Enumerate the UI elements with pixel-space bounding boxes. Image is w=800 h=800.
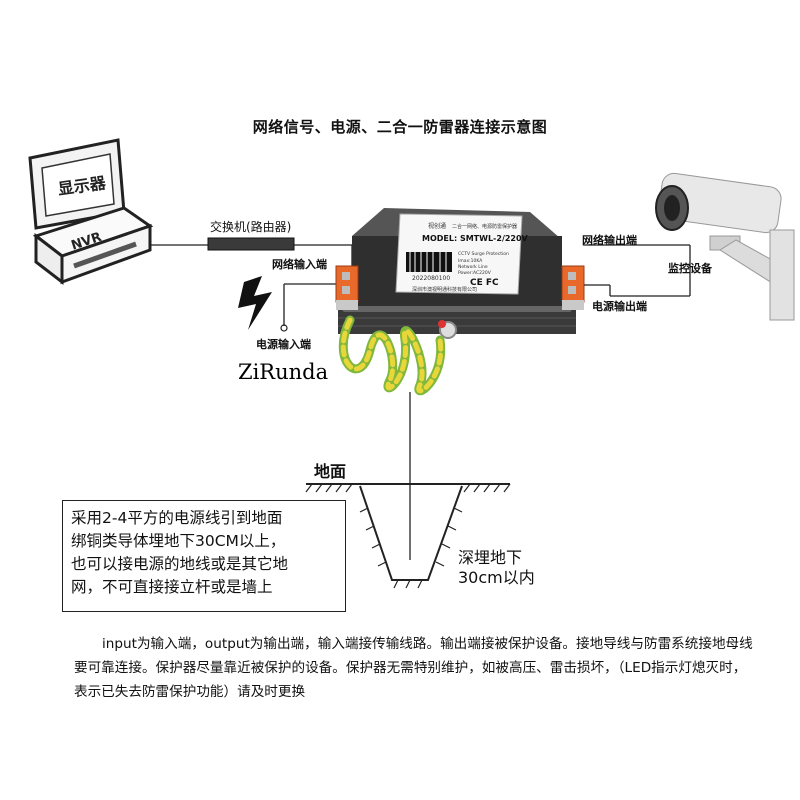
ground-surface-label: 地面	[314, 462, 347, 481]
monitor-icon: 显示器	[28, 138, 126, 239]
network-input-label: 网络输入端	[272, 258, 327, 271]
input-terminal	[335, 265, 359, 303]
switch-icon	[207, 237, 295, 251]
nvr-icon: NVR	[32, 206, 154, 286]
device-marks: CE FC	[470, 278, 499, 288]
output-terminal	[561, 265, 585, 303]
note-line-2: 绑铜类导体埋地下30CM以上，	[71, 532, 286, 550]
note-line-3: 也可以接电源的地线或是其它地	[71, 555, 289, 573]
device-company: 深圳市澳视明通科技有限公司	[412, 286, 477, 293]
note-line-4: 网，不可直接接立杆或是墙上	[71, 578, 273, 596]
device-model: MODEL: SMTWL-2/220V	[422, 234, 529, 243]
monitoring-device-label: 监控设备	[668, 262, 712, 275]
spec-2: Network Line	[458, 264, 488, 270]
lightning-icon	[238, 276, 272, 330]
camera-icon	[655, 172, 795, 321]
device-name: 二合一网络、电源防雷保护器	[452, 223, 517, 230]
deep-buried-line-1: 深埋地下	[458, 548, 523, 567]
diagram-title: 网络信号、电源、二合一防雷器连接示意图	[252, 118, 548, 136]
switch-label: 交换机(路由器)	[210, 220, 292, 234]
note-line-1: 采用2-4平方的电源线引到地面	[71, 509, 283, 527]
network-output-label: 网络输出端	[582, 234, 637, 247]
watermark-text: ZiRunda	[238, 360, 329, 384]
ground-trench	[305, 483, 511, 589]
barcode	[406, 252, 452, 272]
ground-wire-coil	[338, 315, 446, 396]
deep-buried-label: 深埋地下 30cm以内	[458, 548, 535, 588]
grounding-note-box: 采用2-4平方的电源线引到地面 绑铜类导体埋地下30CM以上， 也可以接电源的地…	[62, 500, 346, 612]
device-serial: 2022080100	[412, 275, 450, 282]
power-input-label: 电源输入端	[256, 338, 311, 351]
spec-3: Power:AC220V	[458, 270, 492, 276]
spec-0: CCTV Surge Protection	[458, 251, 509, 257]
device-brand: 视创通	[428, 222, 446, 230]
instructions-paragraph: input为输入端，output为输出端，输入端接传输线路。输出端接被保护设备。…	[74, 636, 753, 700]
surge-protector-device: 视创通 二合一网络、电源防雷保护器 MODEL: SMTWL-2/220V CC…	[335, 208, 585, 339]
spec-1: Imax:10KA	[458, 258, 483, 264]
deep-buried-line-2: 30cm以内	[458, 568, 535, 587]
power-output-label: 电源输出端	[592, 300, 647, 313]
